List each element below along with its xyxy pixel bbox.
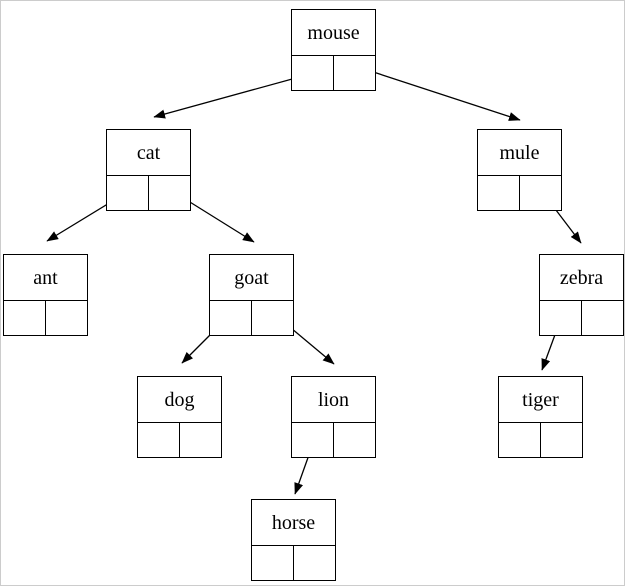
tree-node-right-pointer[interactable]: [149, 176, 190, 210]
tree-node-zebra[interactable]: zebra: [539, 254, 624, 336]
tree-edge-mouse-to-mule: [354, 65, 521, 121]
tree-node-lion[interactable]: lion: [291, 376, 376, 458]
tree-node-left-pointer[interactable]: [107, 176, 149, 210]
tree-node-label: mule: [499, 141, 540, 164]
tree-node-right-pointer[interactable]: [334, 423, 375, 457]
tree-node-left-pointer[interactable]: [138, 423, 180, 457]
tree-node-right-pointer[interactable]: [541, 423, 582, 457]
tree-node-pointer-cells: [292, 55, 375, 90]
tree-node-pointer-cells: [478, 175, 561, 210]
tree-node-right-pointer[interactable]: [520, 176, 561, 210]
tree-node-goat[interactable]: goat: [209, 254, 294, 336]
tree-node-left-pointer[interactable]: [292, 56, 334, 90]
tree-node-left-pointer[interactable]: [210, 301, 252, 335]
tree-node-pointer-cells: [292, 422, 375, 457]
tree-node-left-pointer[interactable]: [478, 176, 520, 210]
tree-node-right-pointer[interactable]: [252, 301, 293, 335]
tree-node-horse[interactable]: horse: [251, 499, 336, 581]
tree-node-pointer-cells: [540, 300, 623, 335]
tree-node-cat[interactable]: cat: [106, 129, 191, 211]
tree-node-mule[interactable]: mule: [477, 129, 562, 211]
tree-node-right-pointer[interactable]: [582, 301, 623, 335]
tree-node-label: ant: [33, 266, 58, 289]
tree-node-right-pointer[interactable]: [180, 423, 221, 457]
tree-node-label: zebra: [559, 266, 604, 289]
tree-node-label: goat: [234, 266, 269, 289]
tree-node-dog[interactable]: dog: [137, 376, 222, 458]
tree-node-tiger[interactable]: tiger: [498, 376, 583, 458]
tree-node-right-pointer[interactable]: [334, 56, 375, 90]
tree-node-pointer-cells: [107, 175, 190, 210]
tree-node-label: tiger: [522, 388, 559, 411]
tree-node-right-pointer[interactable]: [294, 546, 335, 580]
tree-node-label: cat: [136, 141, 161, 164]
tree-node-left-pointer[interactable]: [540, 301, 582, 335]
tree-node-label: lion: [317, 388, 350, 411]
tree-edge-mouse-to-cat: [153, 72, 315, 119]
tree-node-pointer-cells: [4, 300, 87, 335]
tree-node-left-pointer[interactable]: [252, 546, 294, 580]
tree-node-left-pointer[interactable]: [292, 423, 334, 457]
tree-node-pointer-cells: [499, 422, 582, 457]
tree-node-pointer-cells: [210, 300, 293, 335]
tree-node-label: horse: [271, 511, 316, 534]
tree-node-label: dog: [164, 388, 195, 411]
tree-node-label: mouse: [307, 21, 360, 44]
tree-node-mouse[interactable]: mouse: [291, 9, 376, 91]
tree-node-ant[interactable]: ant: [3, 254, 88, 336]
tree-node-pointer-cells: [252, 545, 335, 580]
tree-node-pointer-cells: [138, 422, 221, 457]
tree-node-right-pointer[interactable]: [46, 301, 87, 335]
tree-node-left-pointer[interactable]: [4, 301, 46, 335]
tree-node-left-pointer[interactable]: [499, 423, 541, 457]
